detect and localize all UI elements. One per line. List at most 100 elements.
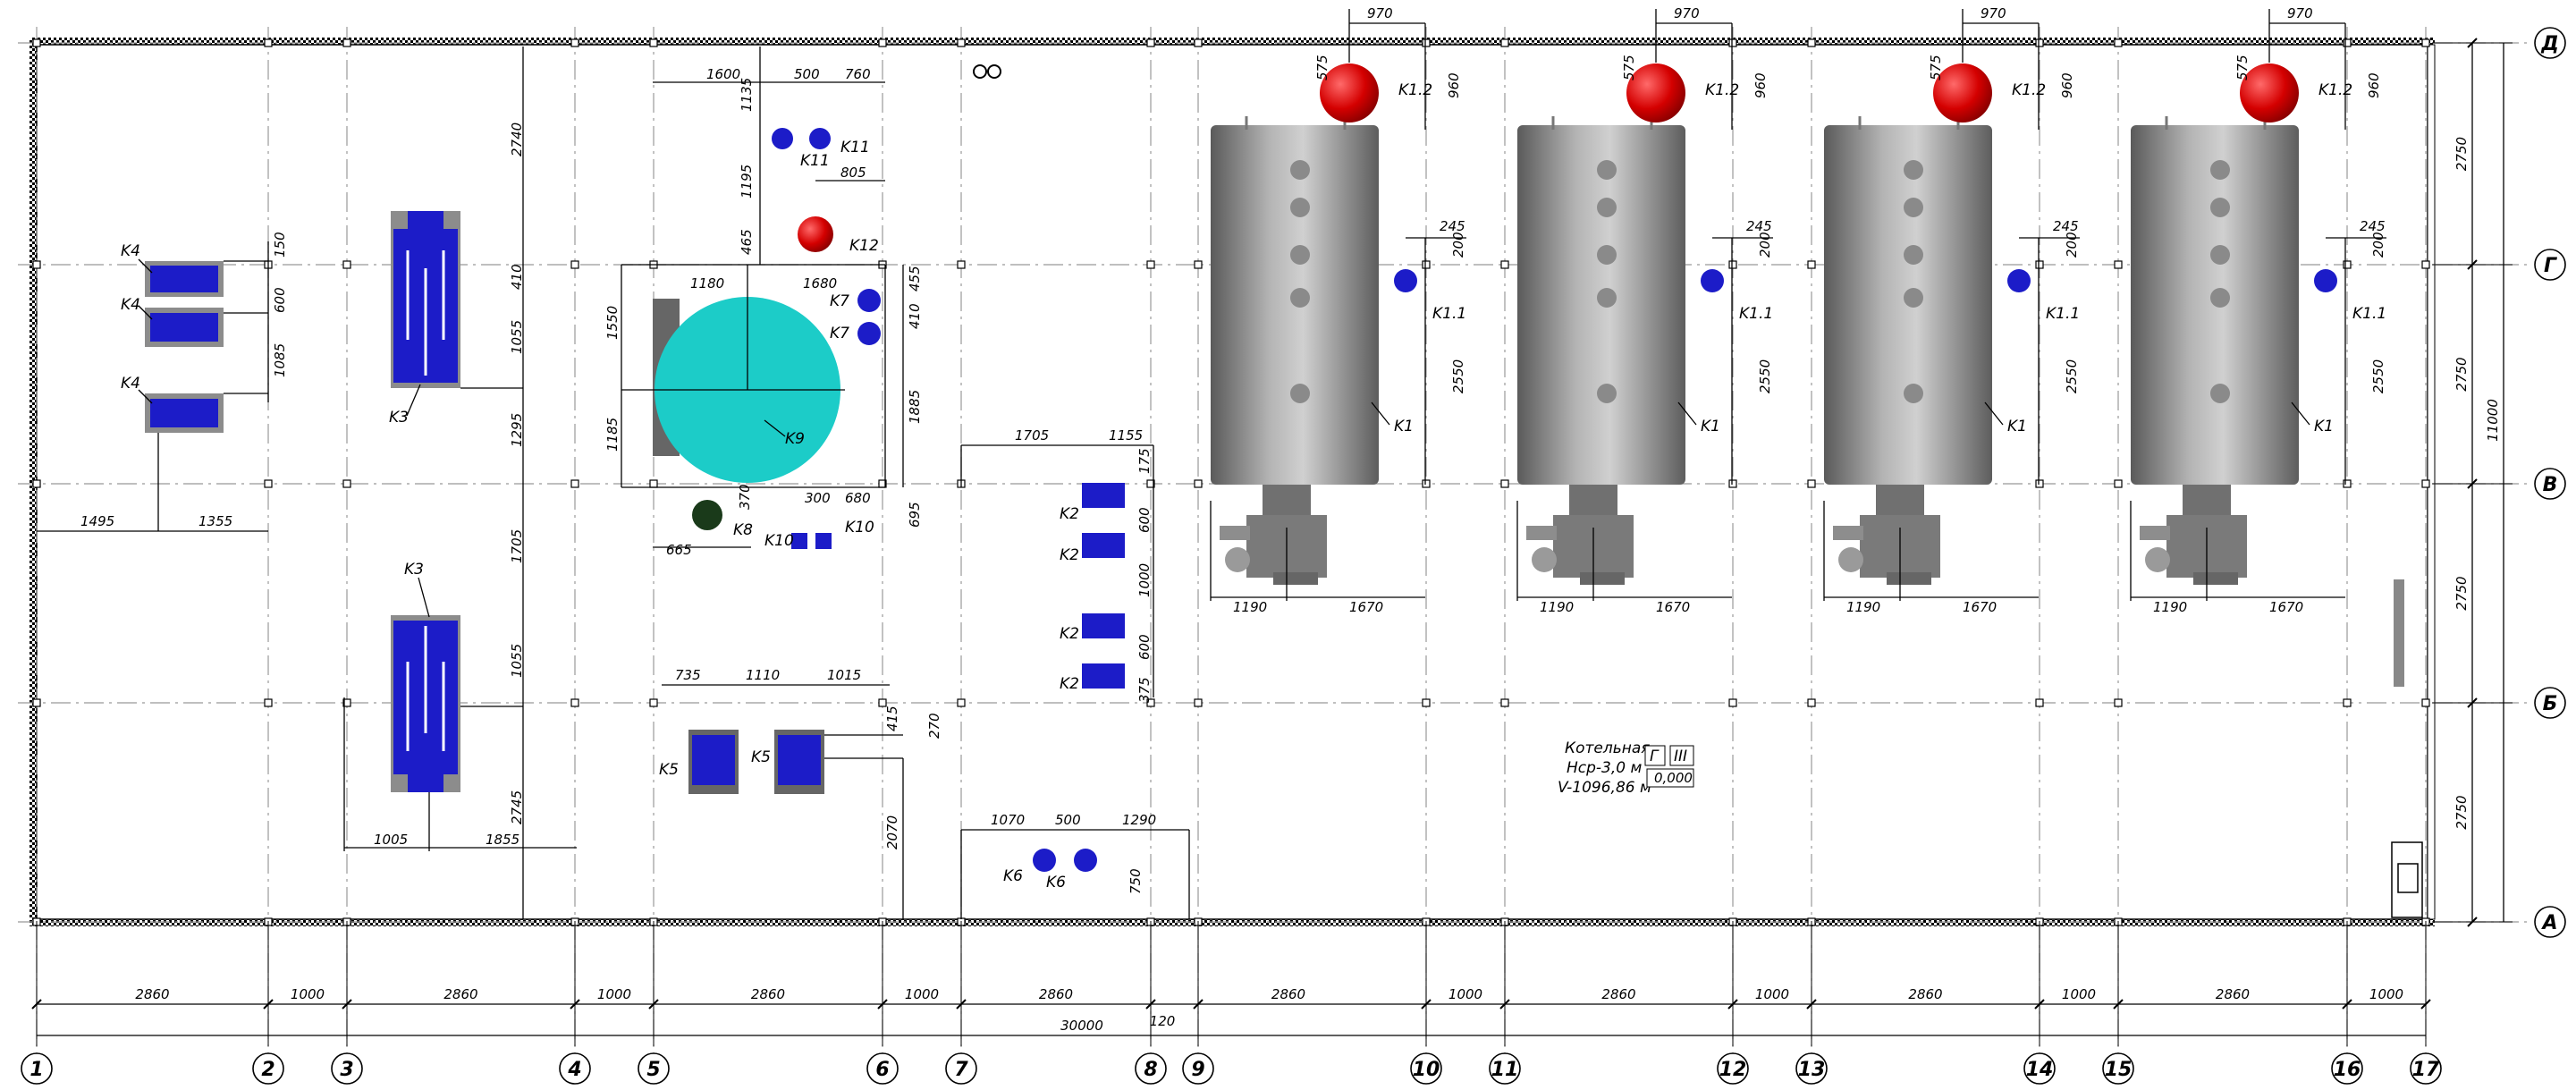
- dim-span-bottom: 1000: [2062, 986, 2096, 1002]
- dim-k9-m: 1185: [604, 418, 621, 452]
- boiler-dim-b1: 1190: [2153, 599, 2187, 615]
- axis-col-bubble: [2102, 1052, 2134, 1085]
- dim-k9-h: 1180: [690, 275, 724, 292]
- dim-span-right: 2750: [2454, 795, 2470, 829]
- boiler-k11-label: K1.1: [1432, 305, 1466, 323]
- axis-col-label: 6: [875, 1059, 889, 1081]
- dim-total-length: 30000: [1060, 1018, 1103, 1034]
- axis-col-label: 12: [1719, 1059, 1747, 1081]
- boiler-dim-height: 2550: [1757, 359, 1773, 393]
- axis-col-label: 8: [1144, 1059, 1157, 1081]
- k2-label-2: K2: [1060, 546, 1079, 564]
- boiler-dim-height: 2550: [2064, 359, 2080, 393]
- room-stamp: Котельная Hср-3,0 м V-1096,86 м3 Г III 0…: [1558, 739, 1694, 797]
- dim-k6-d: 750: [1128, 868, 1144, 894]
- axis-col-label: 15: [2105, 1059, 2133, 1081]
- boiler-k11-valve: [1394, 269, 1417, 292]
- k11-label-1: K11: [800, 152, 830, 170]
- dim-k9-g: 465: [739, 229, 755, 255]
- dim-k9-q: 300: [805, 490, 831, 506]
- boiler-k11-valve: [2314, 269, 2337, 292]
- dim-k9-k: 410: [907, 303, 923, 329]
- boiler-k11-label: K1.1: [2046, 305, 2080, 323]
- axis-col-label: 2: [261, 1059, 274, 1081]
- axis-col-bubble: [1410, 1052, 1442, 1085]
- k3-label-top: K3: [389, 409, 409, 427]
- axis-row-label: Г: [2544, 255, 2557, 277]
- axis-row-bubble: [2534, 249, 2566, 281]
- boiler-k1-label: K1: [1701, 418, 1720, 435]
- dim-k9-d: 1135: [739, 78, 755, 112]
- dim-k4-b: 600: [272, 287, 288, 313]
- dim-k9-r: 680: [845, 490, 871, 506]
- dim-span-bottom: 1000: [1755, 986, 1789, 1002]
- dim-span-right: 2750: [2454, 137, 2470, 171]
- dim-k5-a: 735: [675, 667, 701, 683]
- k10-label-2: K10: [845, 519, 874, 537]
- boiler-dim-k11a: 245: [2360, 218, 2386, 234]
- dim-k3-g: 2745: [509, 790, 525, 824]
- dim-k3-i: 1855: [486, 832, 519, 848]
- boiler-k12-label: K1.2: [2012, 81, 2046, 99]
- boiler-dim-top: 970: [1981, 5, 2006, 21]
- tank-area-k9: 1180 1680 1550 1185 K9 K7 K7 455 410 188…: [604, 264, 923, 558]
- boiler-dim-left: 575: [1928, 55, 1944, 80]
- axis-row-label: В: [2543, 474, 2558, 496]
- k5-label-1: K5: [659, 761, 679, 779]
- boiler-dim-top: 970: [1367, 5, 1393, 21]
- dim-k2-e: 1000: [1136, 563, 1153, 597]
- k12-label-small: K12: [849, 237, 879, 255]
- boiler-dim-left: 575: [2234, 55, 2251, 80]
- axis-row-bubble: [2534, 906, 2566, 938]
- k2-label-1: K2: [1060, 505, 1079, 523]
- dim-span-bottom: 2860: [135, 986, 169, 1002]
- boiler-k11-label: K1.1: [1739, 305, 1773, 323]
- boiler-dim-b2: 1670: [2269, 599, 2303, 615]
- k4-label-3: K4: [121, 375, 140, 393]
- valves-k11-k12: 1600 500 760 K11 K11 1135 1195 465 K12 8…: [653, 46, 1001, 265]
- dim-k3-a: 2740: [509, 123, 525, 156]
- boiler-dim-left: 575: [1621, 55, 1637, 80]
- boiler-k12-label: K1.2: [2318, 81, 2352, 99]
- k8-label: K8: [733, 521, 753, 539]
- dim-span-bottom: 2860: [443, 986, 477, 1002]
- boiler-dim-k11b: 200: [2064, 232, 2080, 258]
- dim-1495: 1495: [80, 513, 114, 529]
- axis-col-bubble: [2410, 1052, 2442, 1085]
- boiler-dim-right: 960: [1446, 72, 1462, 98]
- dim-k3-h: 1005: [374, 832, 408, 848]
- boiler-dim-right: 960: [2059, 72, 2075, 98]
- boiler-dim-k11b: 200: [2370, 232, 2386, 258]
- dim-k6-c: 1290: [1122, 812, 1156, 828]
- room-height: Hср-3,0 м: [1567, 759, 1642, 777]
- heat-exchangers-k3: K3 K3 2740 410 1055 1295 1705 1055 2745 …: [343, 46, 577, 919]
- boiler-dim-b1: 1190: [1233, 599, 1267, 615]
- dim-span-bottom: 2860: [1601, 986, 1635, 1002]
- dim-span-bottom: 2860: [751, 986, 785, 1002]
- dim-offset: 120: [1150, 1013, 1176, 1029]
- axis-col-bubble: [1182, 1052, 1214, 1085]
- dim-k9-j: 455: [907, 266, 923, 292]
- dim-k2-f: 600: [1136, 634, 1153, 660]
- dim-span-bottom: 1000: [597, 986, 631, 1002]
- axis-row-bubble: [2534, 27, 2566, 59]
- axis-col-bubble: [21, 1052, 53, 1085]
- boiler-k1-label: K1: [2314, 418, 2334, 435]
- k4-label-1: K4: [121, 242, 140, 260]
- k3-label-bottom: K3: [404, 561, 424, 579]
- boiler-dim-k11b: 200: [1450, 232, 1466, 258]
- axis-col-bubble: [1489, 1052, 1521, 1085]
- dim-1355: 1355: [198, 513, 232, 529]
- room-fire-class: III: [1674, 748, 1687, 765]
- axis-col-bubble: [945, 1052, 977, 1085]
- k5-group: 735 1110 1015 K5 K5 415 270 2070: [659, 667, 942, 919]
- axis-col-bubble: [1135, 1052, 1167, 1085]
- boiler-dim-b2: 1670: [1349, 599, 1383, 615]
- dim-k3-d: 1295: [509, 413, 525, 447]
- dim-k3-c: 1055: [509, 320, 525, 354]
- k6-label-2: K6: [1046, 874, 1066, 891]
